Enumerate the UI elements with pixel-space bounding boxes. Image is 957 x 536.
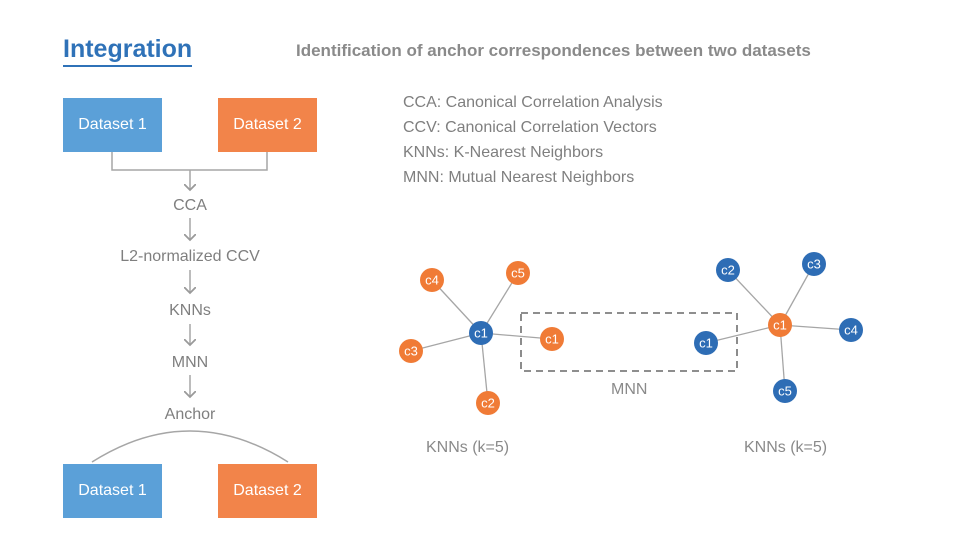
node-right-c1-mnn: c1 (694, 331, 718, 355)
right-knn-caption: KNNs (k=5) (744, 439, 828, 456)
page-subtitle: Identification of anchor correspondences… (296, 41, 811, 60)
node-left-c2: c2 (476, 391, 500, 415)
anchor-arc (91, 430, 289, 463)
svg-text:c1: c1 (699, 336, 713, 351)
node-left-c5: c5 (506, 261, 530, 285)
dataset2-box-top: Dataset 2 (218, 98, 317, 152)
step-l2-ccv: L2-normalized CCV (120, 248, 260, 265)
abbr-knns: KNNs: K-Nearest Neighbors (403, 144, 604, 161)
step-anchor: Anchor (164, 406, 216, 423)
mnn-box (520, 312, 738, 372)
node-right-c2: c2 (716, 258, 740, 282)
abbr-ccv: CCV: Canonical Correlation Vectors (403, 119, 657, 136)
step-knns: KNNs (169, 302, 211, 319)
node-left-c3: c3 (399, 339, 423, 363)
page-title: Integration (63, 34, 193, 67)
node-left-c1-mnn: c1 (540, 327, 564, 351)
svg-text:c4: c4 (844, 323, 858, 338)
svg-text:c1: c1 (545, 332, 559, 347)
node-right-c4: c4 (839, 318, 863, 342)
svg-text:c4: c4 (425, 273, 439, 288)
dataset1-label: Dataset 1 (78, 482, 147, 499)
mnn-label: MNN (611, 381, 648, 398)
abbr-mnn: MNN: Mutual Nearest Neighbors (403, 169, 635, 186)
node-left-c4: c4 (420, 268, 444, 292)
svg-text:c5: c5 (778, 384, 792, 399)
left-knn-caption: KNNs (k=5) (426, 439, 510, 456)
step-mnn: MNN (171, 354, 209, 371)
svg-text:c5: c5 (511, 266, 525, 281)
abbr-cca: CCA: Canonical Correlation Analysis (403, 94, 663, 111)
svg-text:c2: c2 (721, 263, 735, 278)
svg-text:c2: c2 (481, 396, 495, 411)
svg-text:c1: c1 (773, 318, 787, 333)
dataset1-label: Dataset 1 (78, 116, 147, 133)
dataset2-box-bottom: Dataset 2 (218, 464, 317, 518)
svg-text:c3: c3 (807, 257, 821, 272)
svg-text:c1: c1 (474, 326, 488, 341)
step-cca: CCA (173, 197, 207, 214)
dataset1-box-bottom: Dataset 1 (63, 464, 162, 518)
node-right-c1-center: c1 (768, 313, 792, 337)
dataset1-box-top: Dataset 1 (63, 98, 162, 152)
dataset2-label: Dataset 2 (233, 482, 302, 499)
svg-text:c3: c3 (404, 344, 418, 359)
node-right-c5: c5 (773, 379, 797, 403)
node-right-c3: c3 (802, 252, 826, 276)
node-left-c1-center: c1 (469, 321, 493, 345)
merge-connector (111, 152, 268, 171)
dataset2-label: Dataset 2 (233, 116, 302, 133)
